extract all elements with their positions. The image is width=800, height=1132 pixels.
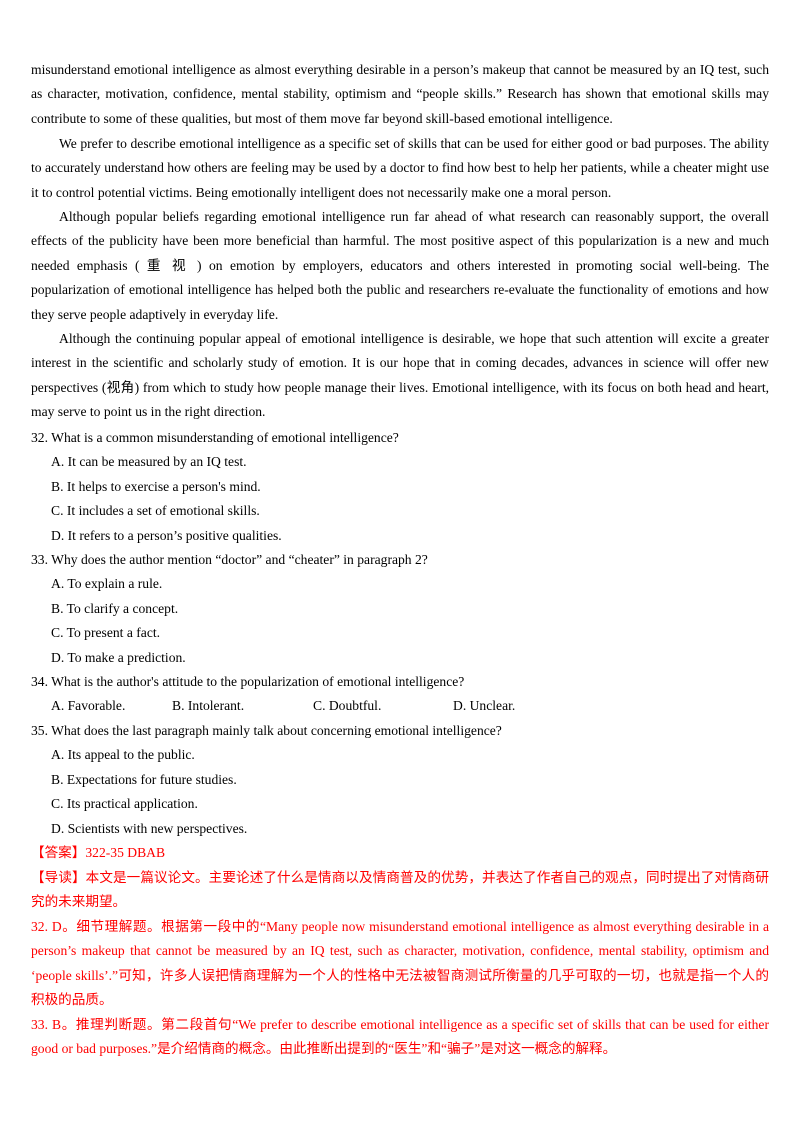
question-35-option-a: A. Its appeal to the public. (51, 747, 195, 762)
question-34-option-b: B. Intolerant. (172, 698, 245, 713)
question-32-option-a: A. It can be measured by an IQ test. (51, 454, 247, 469)
question-33-option-b: B. To clarify a concept. (51, 601, 179, 616)
question-34-stem: 34. What is the author's attitude to the… (31, 674, 465, 689)
question-32-option-b: B. It helps to exercise a person's mind. (51, 479, 261, 494)
passage-paragraph-3: Although popular beliefs regarding emoti… (31, 209, 769, 322)
question-33-option-d: D. To make a prediction. (51, 650, 186, 665)
question-33-option-c: C. To present a fact. (51, 625, 161, 640)
question-35-option-d: D. Scientists with new perspectives. (51, 821, 248, 836)
passage-paragraph-1: misunderstand emotional intelligence as … (31, 62, 769, 126)
question-34-option-d: D. Unclear. (453, 698, 516, 713)
passage-paragraph-2: We prefer to describe emotional intellig… (31, 136, 769, 200)
answer-key: 【答案】322-35 DBAB (31, 845, 166, 860)
question-35-stem: 35. What does the last paragraph mainly … (31, 723, 502, 738)
question-33-stem: 33. Why does the author mention “doctor”… (31, 552, 428, 567)
question-33-option-a: A. To explain a rule. (51, 576, 163, 591)
explanation-32: 32. D。细节理解题。根据第一段中的“Many people now misu… (31, 919, 769, 1008)
question-32-stem: 32. What is a common misunderstanding of… (31, 430, 399, 445)
question-34-option-a: A. Favorable. (51, 698, 126, 713)
question-32-option-c: C. It includes a set of emotional skills… (51, 503, 260, 518)
question-34-option-c: C. Doubtful. (313, 698, 382, 713)
passage-paragraph-4: Although the continuing popular appeal o… (31, 331, 769, 420)
question-32-option-d: D. It refers to a person’s positive qual… (51, 528, 282, 543)
explanation-33: 33. B。推理判断题。第二段首句“We prefer to describe … (31, 1017, 769, 1057)
question-35-option-b: B. Expectations for future studies. (51, 772, 237, 787)
question-35-option-c: C. Its practical application. (51, 796, 198, 811)
reading-guide: 【导读】本文是一篇议论文。主要论述了什么是情商以及情商普及的优势，并表达了作者自… (31, 870, 769, 910)
